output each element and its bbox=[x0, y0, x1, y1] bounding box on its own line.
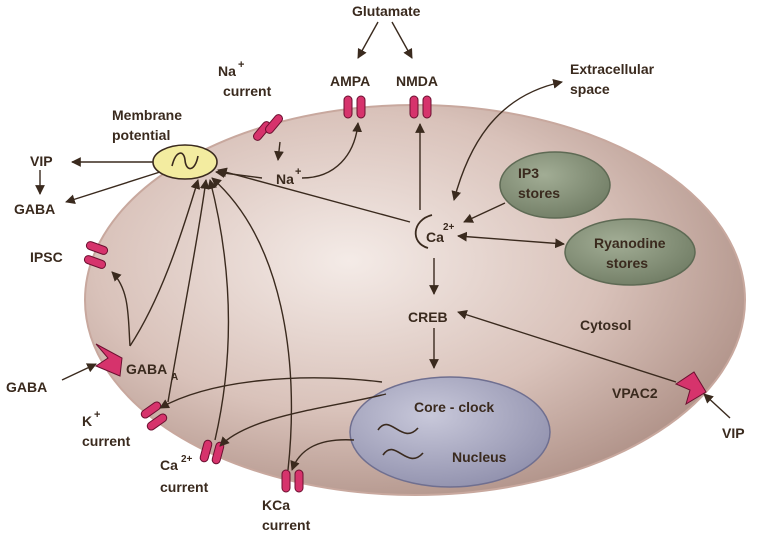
nucleus bbox=[349, 376, 551, 488]
nmda-label: NMDA bbox=[396, 73, 438, 89]
kca-label: KCa bbox=[262, 497, 290, 513]
ampa-channel bbox=[343, 95, 366, 119]
gabaa-sub-label: A bbox=[171, 372, 178, 383]
ipsc-label: IPSC bbox=[30, 249, 63, 265]
wave-icon bbox=[171, 152, 199, 170]
vip-left-label: VIP bbox=[30, 153, 53, 169]
glutamate-label: Glutamate bbox=[352, 3, 421, 19]
na-ion-plus-label: + bbox=[295, 166, 301, 178]
na-current-na-label: Na bbox=[218, 63, 236, 79]
clock-wave-icon-2 bbox=[382, 448, 424, 460]
k-current-label: current bbox=[82, 433, 131, 449]
vip-right-label: VIP bbox=[722, 425, 745, 441]
ca-center-label: Ca bbox=[426, 229, 444, 245]
extracellular-label-2: space bbox=[570, 81, 610, 97]
creb-label: CREB bbox=[408, 309, 448, 325]
cytosol-label: Cytosol bbox=[580, 317, 631, 333]
nmda-channel bbox=[409, 95, 432, 119]
nucleus-label: Nucleus bbox=[452, 449, 507, 465]
ca-center-sup-label: 2+ bbox=[443, 222, 455, 233]
na-current-plus-label: + bbox=[238, 59, 244, 71]
na-channel bbox=[253, 114, 283, 141]
membrane-label-1: Membrane bbox=[112, 107, 182, 123]
membrane-label-2: potential bbox=[112, 127, 170, 143]
ca-current-label: current bbox=[160, 479, 209, 495]
ryanodine-label-1: Ryanodine bbox=[594, 235, 666, 251]
ip3-label-2: stores bbox=[518, 185, 560, 201]
clock-wave-icon-1 bbox=[377, 423, 419, 435]
ampa-label: AMPA bbox=[330, 73, 370, 89]
arrows bbox=[35, 21, 731, 471]
na-current-label: current bbox=[223, 83, 272, 99]
kca-channel bbox=[281, 469, 304, 493]
ryanodine-stores bbox=[564, 218, 696, 286]
na-ion-label: Na bbox=[276, 171, 294, 187]
gaba-bottom-label: GABA bbox=[6, 379, 47, 395]
k-plus-label: + bbox=[94, 409, 100, 421]
ca-current-ca-label: Ca bbox=[160, 457, 178, 473]
ryanodine-label-2: stores bbox=[606, 255, 648, 271]
gaba-left-label: GABA bbox=[14, 201, 55, 217]
core-clock-label: Core - clock bbox=[414, 399, 494, 415]
ca-current-sup-label: 2+ bbox=[181, 454, 193, 465]
k-label: K bbox=[82, 413, 92, 429]
vpac2-label: VPAC2 bbox=[612, 385, 658, 401]
ca-channel bbox=[199, 439, 225, 465]
extracellular-label-1: Extracellular bbox=[570, 61, 655, 77]
k-channel bbox=[140, 401, 168, 431]
kca-current-label: current bbox=[262, 517, 311, 533]
gabaa-receptor-icon bbox=[94, 343, 123, 377]
gabaa-label: GABA bbox=[126, 361, 167, 377]
vpac2-receptor-icon bbox=[674, 371, 707, 406]
ca-bracket bbox=[414, 214, 433, 249]
ip3-label-1: IP3 bbox=[518, 165, 539, 181]
ipsc-channel bbox=[83, 241, 109, 269]
